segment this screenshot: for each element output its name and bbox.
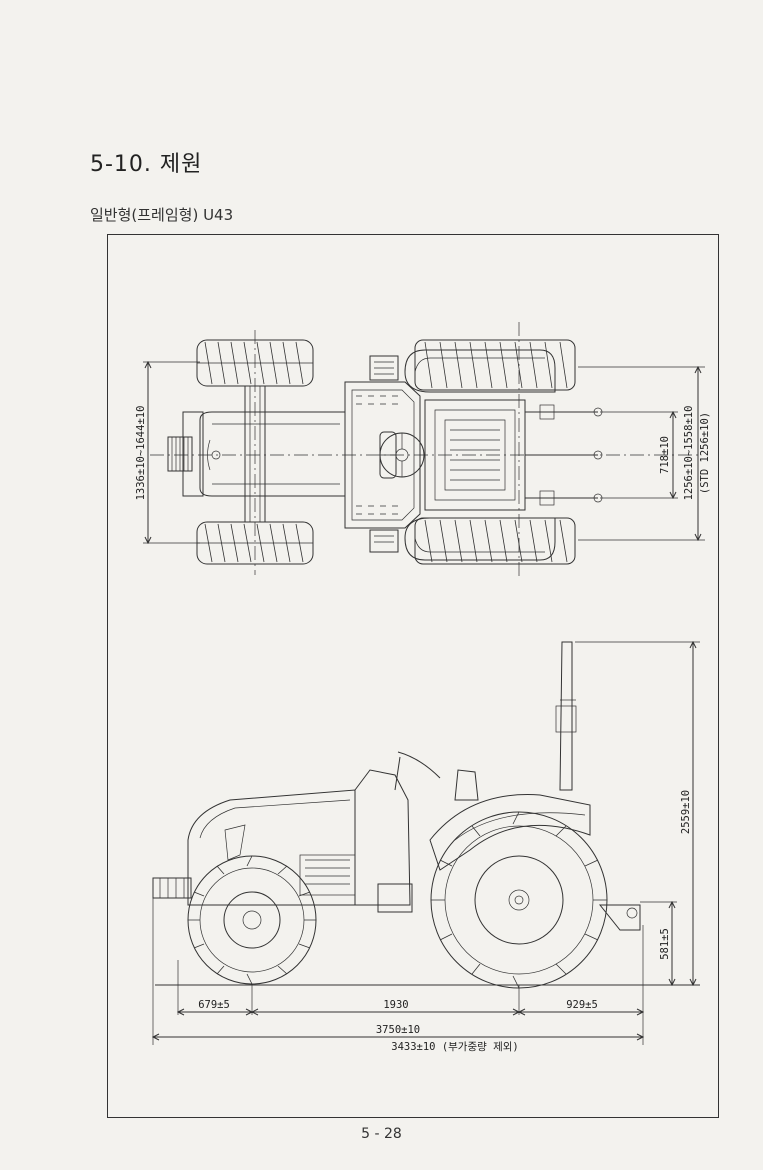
side-view: [151, 640, 700, 1045]
front-tire-left: [196, 339, 314, 387]
top-view: [143, 322, 705, 580]
section-title: 5-10. 제원: [90, 152, 203, 177]
model-subtitle: 일반형(프레임형) U43: [90, 206, 234, 224]
dim-wheelbase: 1930: [383, 999, 408, 1011]
dim-rear-track-std: (STD 1256±10): [699, 412, 711, 494]
dim-hitch-height: 581±5: [659, 928, 671, 960]
dim-rear-track: 1256±10~1558±10: [683, 406, 695, 501]
dim-front-overhang: 679±5: [198, 999, 230, 1011]
dim-inner-track: 718±10: [659, 436, 671, 474]
dim-rear-overhang: 929±5: [566, 999, 598, 1011]
dim-overall-length: 3750±10: [376, 1024, 420, 1036]
dim-overall-height: 2559±10: [680, 790, 692, 834]
page-number: 5 - 28: [361, 1126, 402, 1142]
rear-tire-right: [414, 517, 576, 565]
front-wheel: [187, 855, 317, 985]
drawing-frame: [107, 234, 719, 1118]
rear-tire-left: [414, 339, 576, 391]
dim-front-track: 1336±10~1644±10: [135, 406, 147, 501]
dim-length-without-weight: 3433±10 (부가중량 제외): [391, 1041, 519, 1053]
